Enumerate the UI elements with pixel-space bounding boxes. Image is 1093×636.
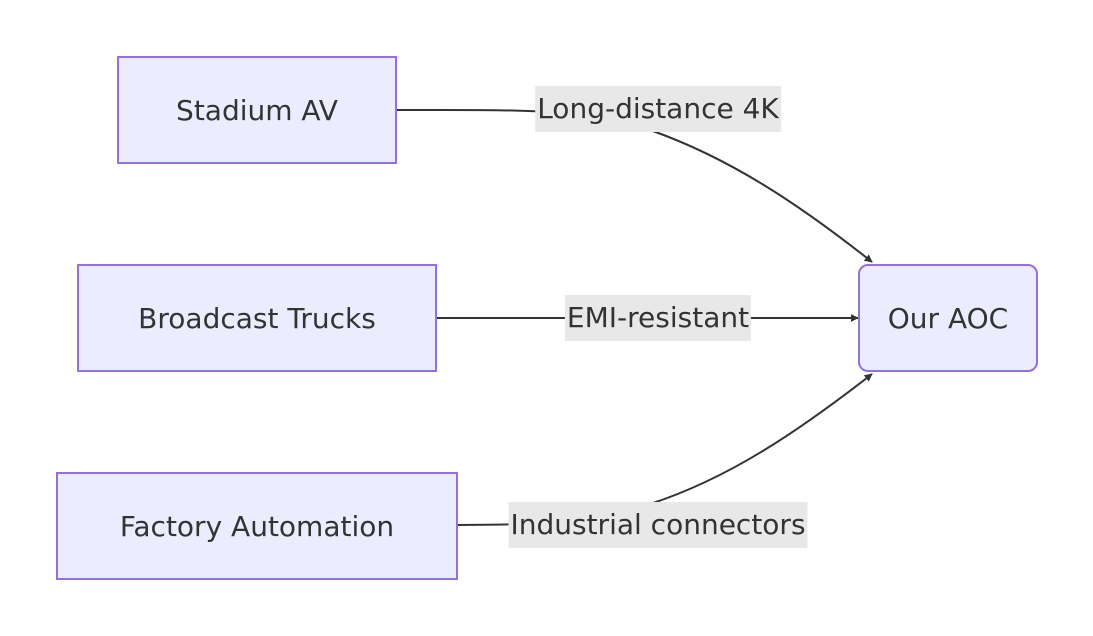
- edge-label-long-distance: Long-distance 4K: [535, 86, 781, 132]
- edge-stadium-to-aoc: [396, 108, 873, 263]
- edge-label-industrial-connectors: Industrial connectors: [508, 502, 808, 548]
- node-broadcast-trucks[interactable]: Broadcast Trucks: [77, 264, 437, 372]
- node-factory-automation-label: Factory Automation: [119, 509, 395, 543]
- edge-label-emi-resistant: EMI-resistant: [564, 295, 752, 341]
- node-factory-automation[interactable]: Factory Automation: [56, 472, 458, 580]
- node-stadium-av-label: Stadium AV: [176, 93, 338, 127]
- node-stadium-av[interactable]: Stadium AV: [117, 56, 397, 164]
- node-broadcast-trucks-label: Broadcast Trucks: [138, 301, 376, 335]
- node-our-aoc-label: Our AOC: [887, 301, 1009, 335]
- node-our-aoc[interactable]: Our AOC: [858, 264, 1038, 372]
